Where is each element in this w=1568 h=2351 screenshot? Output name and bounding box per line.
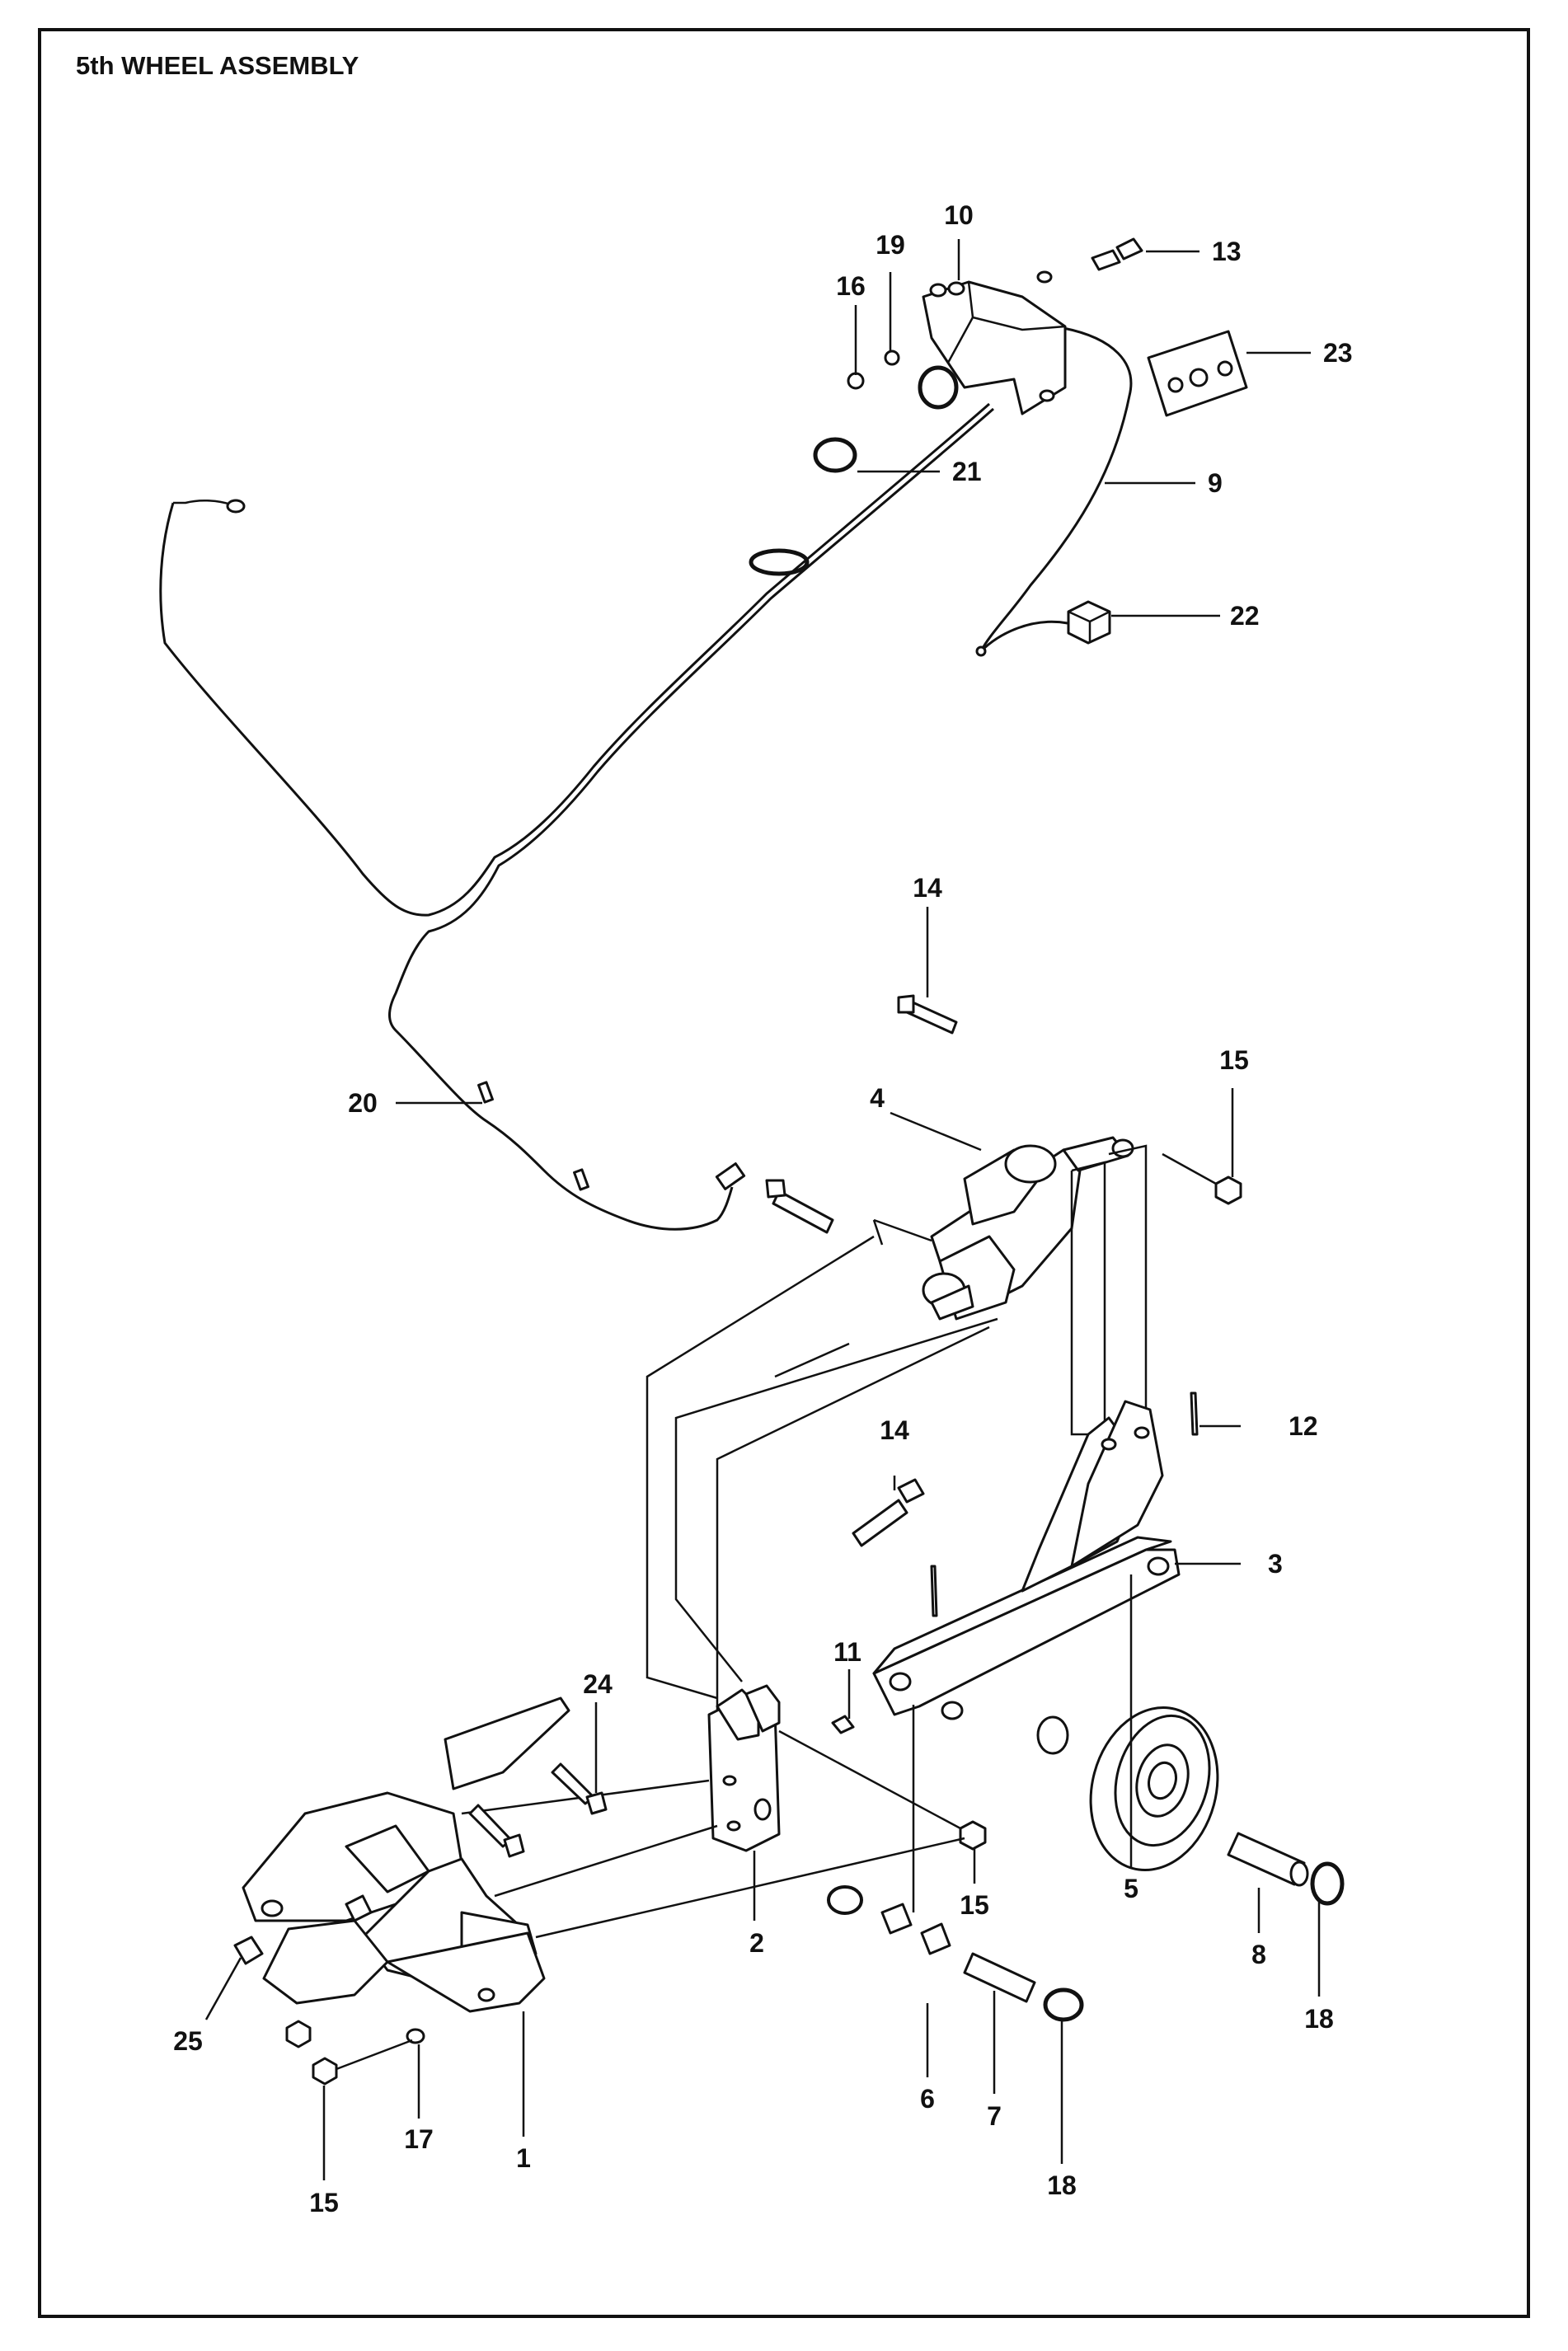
hitch-upright bbox=[707, 1684, 781, 1852]
bolt-13 bbox=[1036, 237, 1143, 284]
bolt-head bbox=[897, 1478, 925, 1504]
base-plate bbox=[242, 1696, 965, 2013]
cotter-pin-12 bbox=[1190, 1391, 1199, 1436]
bolt-head bbox=[897, 994, 915, 1014]
callout-18-right: 18 bbox=[1304, 2004, 1334, 2034]
washer bbox=[827, 1885, 863, 1915]
callout-7: 7 bbox=[987, 2101, 1002, 2131]
callout-17: 17 bbox=[404, 2124, 434, 2154]
grommet-ring bbox=[918, 365, 959, 410]
callout-23: 23 bbox=[1323, 338, 1353, 368]
callout-22: 22 bbox=[1230, 601, 1260, 631]
spacer bbox=[920, 1922, 951, 1955]
bolt bbox=[772, 1190, 834, 1234]
callout-12: 12 bbox=[1289, 1411, 1318, 1441]
callout-16: 16 bbox=[836, 271, 866, 301]
callout-25: 25 bbox=[173, 2026, 203, 2056]
callout-14-lower: 14 bbox=[880, 1415, 909, 1445]
callout-19: 19 bbox=[876, 230, 905, 260]
nut bbox=[285, 2020, 312, 2048]
callout-11: 11 bbox=[833, 1637, 861, 1667]
callout-24: 24 bbox=[583, 1669, 613, 1699]
harness-clip bbox=[573, 1168, 589, 1191]
cotter-pin bbox=[930, 1565, 938, 1617]
bolt-14 bbox=[852, 1499, 908, 1547]
ground-lug bbox=[226, 499, 246, 514]
bolt-head bbox=[503, 1833, 525, 1858]
wire-harness bbox=[159, 326, 1133, 1231]
wire-end bbox=[975, 645, 987, 657]
callout-3: 3 bbox=[1268, 1549, 1283, 1579]
callout-13: 13 bbox=[1212, 237, 1242, 266]
diagram-title: 5th WHEEL ASSEMBLY bbox=[76, 51, 359, 80]
harness-connector bbox=[715, 1162, 746, 1190]
bolt-head bbox=[585, 1791, 608, 1815]
bolt-head bbox=[345, 1894, 373, 1922]
grease-fitting-11 bbox=[831, 1715, 855, 1734]
washer-18 bbox=[1310, 1861, 1345, 1906]
leader-lines bbox=[204, 239, 1321, 2180]
grommet-ring bbox=[749, 548, 810, 576]
relay-connector bbox=[1067, 600, 1111, 645]
callout-5: 5 bbox=[1124, 1874, 1138, 1903]
nut-15 bbox=[1214, 1176, 1242, 1205]
spacer-6 bbox=[880, 1903, 913, 1935]
linkage-lines bbox=[646, 1144, 1148, 1723]
axle-8 bbox=[1227, 1832, 1309, 1887]
callout-15-lower: 15 bbox=[309, 2188, 339, 2217]
harness-clip bbox=[477, 1081, 494, 1104]
linear-actuator bbox=[922, 1136, 1134, 1321]
callout-2: 2 bbox=[749, 1928, 764, 1958]
washer-19 bbox=[884, 350, 900, 366]
grommet-ring bbox=[813, 437, 857, 473]
bolt-24 bbox=[551, 1762, 595, 1805]
callout-8: 8 bbox=[1251, 1940, 1266, 1969]
callout-14-upper: 14 bbox=[913, 873, 942, 903]
switch-bracket bbox=[922, 280, 1067, 415]
callout-1: 1 bbox=[516, 2143, 531, 2173]
callout-15-upper: 15 bbox=[1219, 1045, 1249, 1075]
bolt-25 bbox=[233, 1936, 264, 1965]
callout-10: 10 bbox=[944, 200, 974, 230]
callout-21: 21 bbox=[952, 457, 982, 486]
callout-labels: 10 19 16 13 23 21 9 22 14 15 4 20 12 14 … bbox=[173, 200, 1352, 2217]
callout-6: 6 bbox=[920, 2084, 935, 2114]
washer bbox=[1036, 1715, 1069, 1755]
bolt-head bbox=[765, 1179, 786, 1199]
bolt-24 bbox=[468, 1804, 513, 1848]
tow-arm bbox=[872, 1400, 1181, 1720]
diagram-frame bbox=[38, 28, 1530, 2318]
nut-15 bbox=[312, 2057, 338, 2086]
nut-16 bbox=[847, 372, 865, 390]
callout-18-lower: 18 bbox=[1047, 2170, 1077, 2200]
washer-18 bbox=[1043, 1987, 1084, 2022]
callout-20: 20 bbox=[348, 1088, 378, 1118]
washer-17 bbox=[406, 2028, 425, 2044]
pin-7 bbox=[963, 1952, 1036, 2003]
cover-plate bbox=[1147, 330, 1248, 417]
wheel bbox=[1089, 1706, 1219, 1872]
callout-15-mid: 15 bbox=[960, 1890, 989, 1920]
callout-4: 4 bbox=[870, 1083, 885, 1113]
nut-15 bbox=[959, 1820, 987, 1851]
callout-9: 9 bbox=[1208, 468, 1223, 498]
